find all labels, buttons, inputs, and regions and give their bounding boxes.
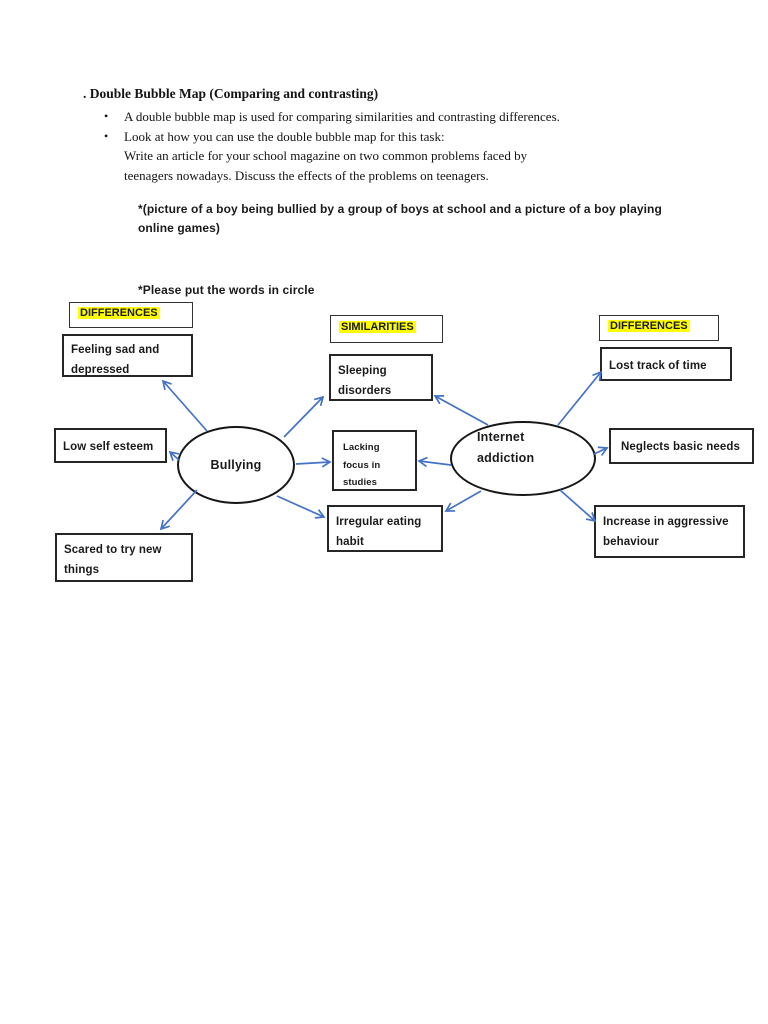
picture-note: *(picture of a boy being bullied by a gr… <box>138 202 662 235</box>
arrow-internet-to-increase-aggressive <box>559 489 597 523</box>
bullet-item-text: Look at how you can use the double bubbl… <box>124 128 445 144</box>
arrow-internet-to-neglects <box>593 446 609 456</box>
effect-box-sleeping-disorders: Sleeping disorders <box>329 354 433 401</box>
arrow-internet-to-lost-track <box>557 370 603 426</box>
arrow-bullying-to-scared <box>159 489 198 531</box>
circle-instruction-note: *Please put the words in circle <box>138 283 315 297</box>
page-title: . Double Bubble Map (Comparing and contr… <box>83 86 379 101</box>
task-text-line-1: Write an article for your school magazin… <box>124 148 528 164</box>
bubble-internet-addiction-text: Internet addiction <box>477 430 535 465</box>
arrow-internet-to-irregular-eating <box>444 490 482 512</box>
effect-box-increase-aggressive: Increase in aggressive behaviour <box>594 505 745 558</box>
bullet-item-2: • Look at how you can use the double bub… <box>104 127 704 147</box>
bubble-bullying: Bullying <box>177 426 295 504</box>
effect-box-feeling-sad: Feeling sad and depressed <box>62 334 193 377</box>
label-differences-left: DIFFERENCES <box>69 302 193 328</box>
arrow-bullying-to-lacking-focus <box>295 457 332 468</box>
arrow-bullying-to-sleeping <box>283 395 325 438</box>
label-similarities: SIMILARITIES <box>330 315 443 343</box>
label-differences-left-text: DIFFERENCES <box>78 307 160 319</box>
bubble-internet-addiction <box>450 421 596 496</box>
arrow-bullying-to-irregular-eating <box>276 495 326 519</box>
label-differences-right-text: DIFFERENCES <box>608 320 690 332</box>
bullet-item-1: • A double bubble map is used for compar… <box>104 107 704 127</box>
effect-box-lacking-focus: Lacking focus in studies <box>332 430 417 491</box>
label-differences-right: DIFFERENCES <box>599 315 719 341</box>
bullet-list: • A double bubble map is used for compar… <box>104 107 704 186</box>
arrow-internet-to-lacking-focus <box>417 456 452 468</box>
effect-box-lost-track-of-time: Lost track of time <box>600 347 732 381</box>
effect-box-scared-to-try: Scared to try new things <box>55 533 193 582</box>
label-similarities-text: SIMILARITIES <box>339 321 416 333</box>
bullet-icon: • <box>104 109 109 123</box>
arrow-internet-to-sleeping <box>433 395 489 426</box>
effect-box-low-self-esteem: Low self esteem <box>54 428 167 463</box>
task-text-line-2: teenagers nowadays. Discuss the effects … <box>124 168 489 184</box>
effect-box-neglects-basic-needs: Neglects basic needs <box>609 428 754 464</box>
bullet-item-text: A double bubble map is used for comparin… <box>124 109 560 124</box>
effect-box-irregular-eating: Irregular eating habit <box>327 505 443 552</box>
bullet-icon: • <box>104 128 109 143</box>
arrow-bullying-to-feeling-sad <box>161 379 208 432</box>
